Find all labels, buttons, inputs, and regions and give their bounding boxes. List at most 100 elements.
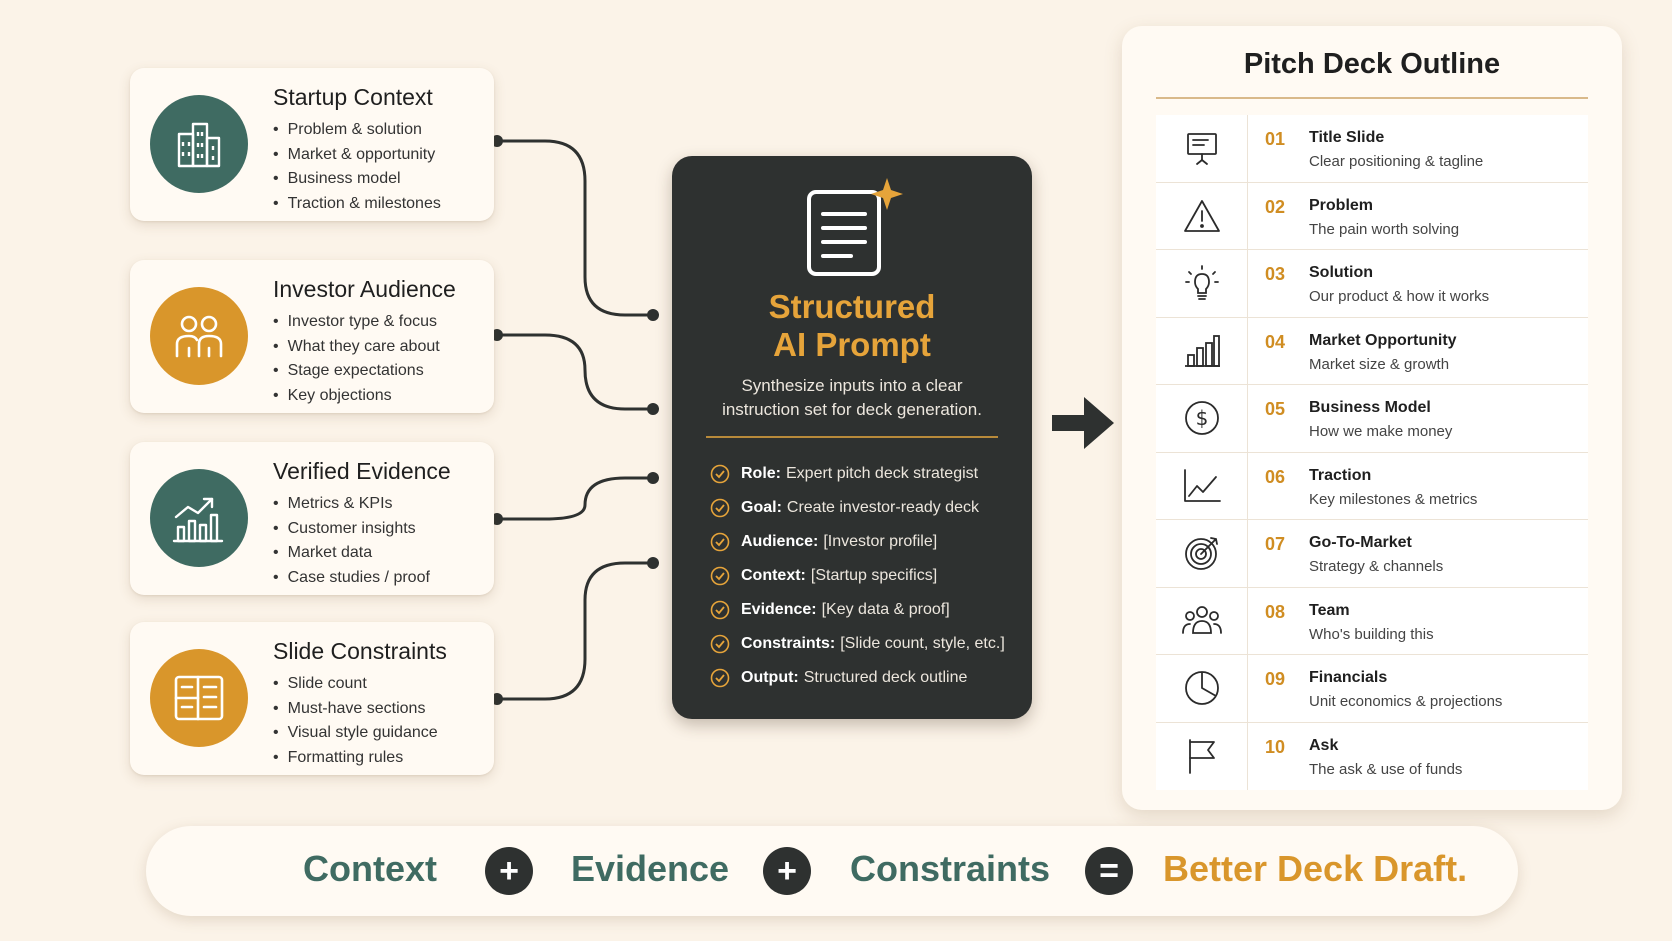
prompt-item: Constraints: [Slide count, style, etc.]: [710, 627, 1005, 661]
row-title: Traction: [1309, 466, 1372, 484]
prompt-items: Role: Expert pitch deck strategist Goal:…: [710, 457, 1005, 695]
check-circle-icon: [710, 566, 730, 586]
connector-dot: [647, 472, 659, 484]
connector-verified-evidence: [497, 476, 653, 521]
outline-row: 01 Title Slide Clear positioning & tagli…: [1156, 115, 1588, 183]
outline-row: 07 Go-To-Market Strategy & channels: [1156, 520, 1588, 588]
row-title: Title Slide: [1309, 129, 1385, 146]
prompt-item-value: [Key data & proof]: [821, 601, 950, 618]
card-title: Slide Constraints: [273, 638, 447, 664]
bullet-item: Key objections: [273, 384, 440, 409]
structured-prompt-card: Structured AI Prompt Synthesize inputs i…: [672, 156, 1032, 719]
building-icon: [150, 95, 248, 193]
prompt-item: Role: Expert pitch deck strategist: [710, 457, 1005, 491]
card-bullets: Slide count Must-have sections Visual st…: [273, 672, 438, 770]
connector-dot: [647, 309, 659, 321]
outline-row: 10 Ask The ask & use of funds: [1156, 722, 1588, 790]
row-subtitle: Strategy & channels: [1309, 558, 1444, 575]
input-card-startup-context: Startup Context Problem & solution Marke…: [130, 68, 494, 221]
pitch-deck-outline-panel: Pitch Deck Outline 01 Title Slide Clear …: [1122, 26, 1622, 810]
bullet-item: Traction & milestones: [273, 192, 441, 217]
bullet-item: Market & opportunity: [273, 143, 441, 168]
row-number: 01: [1265, 129, 1286, 149]
prompt-item-label: Role:: [741, 465, 781, 482]
prompt-item-value: Structured deck outline: [803, 669, 968, 686]
row-subtitle: The pain worth solving: [1309, 220, 1460, 238]
prompt-title-line1: Structured: [768, 288, 936, 325]
card-bullets: Problem & solution Market & opportunity …: [273, 118, 441, 216]
bullet-item: Business model: [273, 167, 441, 192]
connector-dot: [491, 693, 503, 705]
bullet-item: Visual style guidance: [273, 721, 438, 746]
formula-bar: Context + Evidence + Constraints = Bette…: [146, 826, 1518, 916]
lightbulb-icon: [1156, 250, 1248, 317]
prompt-item: Goal: Create investor-ready deck: [710, 491, 1005, 525]
input-card-slide-constraints: Slide Constraints Slide count Must-have …: [130, 622, 494, 775]
row-subtitle: Market size & growth: [1309, 355, 1450, 373]
input-card-investor-audience: Investor Audience Investor type & focus …: [130, 260, 494, 413]
row-number: 05: [1265, 399, 1286, 419]
prompt-item-label: Goal:: [741, 499, 782, 516]
bullet-item: Investor type & focus: [273, 310, 440, 335]
formula-result: Better Deck Draft.: [1163, 848, 1468, 889]
row-subtitle: Our product & how it works: [1309, 288, 1490, 305]
row-title: Solution: [1309, 264, 1373, 281]
connector-dot: [647, 557, 659, 569]
row-title: Market Opportunity: [1309, 331, 1457, 349]
layout-icon: [150, 649, 248, 747]
dollar-icon: $: [1156, 385, 1248, 452]
prompt-subtitle-line2: instruction set for deck generation.: [722, 400, 982, 419]
outline-row: 02 Problem The pain worth solving: [1156, 182, 1588, 250]
check-circle-icon: [710, 464, 730, 484]
formula-term-context: Context: [303, 848, 437, 889]
bar-chart-icon: [1156, 317, 1248, 384]
row-number: 04: [1265, 331, 1286, 352]
formula-term-constraints: Constraints: [850, 848, 1051, 889]
line-chart-icon: [1156, 452, 1248, 519]
connector-slide-constraints: [497, 561, 653, 701]
row-subtitle: How we make money: [1309, 423, 1453, 440]
outline-row: 04 Market Opportunity Market size & grow…: [1156, 317, 1588, 385]
row-number: 07: [1265, 534, 1286, 554]
prompt-item-value: Expert pitch deck strategist: [786, 465, 979, 482]
outline-row: 03 Solution Our product & how it works: [1156, 250, 1588, 318]
connector-dot: [491, 329, 503, 341]
pie-chart-icon: [1156, 655, 1248, 722]
bullet-item: What they care about: [273, 335, 440, 360]
card-title: Startup Context: [273, 84, 433, 110]
input-card-verified-evidence: Verified Evidence Metrics & KPIs Custome…: [130, 442, 494, 595]
card-bullets: Metrics & KPIs Customer insights Market …: [273, 492, 430, 590]
prompt-subtitle-line1: Synthesize inputs into a clear: [741, 376, 963, 395]
people-icon: [150, 287, 248, 385]
prompt-divider: [706, 436, 998, 438]
card-title: Verified Evidence: [273, 458, 451, 484]
connector-dot: [491, 135, 503, 147]
check-circle-icon: [710, 498, 730, 518]
row-title: Go-To-Market: [1309, 534, 1412, 551]
outline-list: 01 Title Slide Clear positioning & tagli…: [1156, 115, 1588, 790]
bullet-item: Slide count: [273, 672, 438, 697]
row-number: 10: [1265, 736, 1286, 757]
bullet-item: Market data: [273, 541, 430, 566]
document-sparkle-icon: [807, 178, 903, 276]
bullet-item: Metrics & KPIs: [273, 492, 430, 517]
check-circle-icon: [710, 634, 730, 654]
prompt-item: Output: Structured deck outline: [710, 661, 1005, 695]
row-subtitle: The ask & use of funds: [1309, 760, 1463, 778]
prompt-item-value: [Slide count, style, etc.]: [840, 635, 1005, 652]
connector-dot: [491, 513, 503, 525]
connector-startup-context: [497, 139, 653, 317]
outline-row: 08 Team Who's building this: [1156, 587, 1588, 655]
row-number: 06: [1265, 466, 1286, 487]
row-title: Business Model: [1309, 399, 1431, 416]
connector-dot: [647, 403, 659, 415]
team-icon: [1156, 587, 1248, 654]
row-number: 03: [1265, 264, 1286, 284]
row-title: Problem: [1309, 196, 1374, 214]
equals-icon: =: [1085, 847, 1133, 895]
bullet-item: Formatting rules: [273, 746, 438, 771]
prompt-item: Context: [Startup specifics]: [710, 559, 1005, 593]
growth-chart-icon: [150, 469, 248, 567]
prompt-item-label: Output:: [741, 669, 799, 686]
